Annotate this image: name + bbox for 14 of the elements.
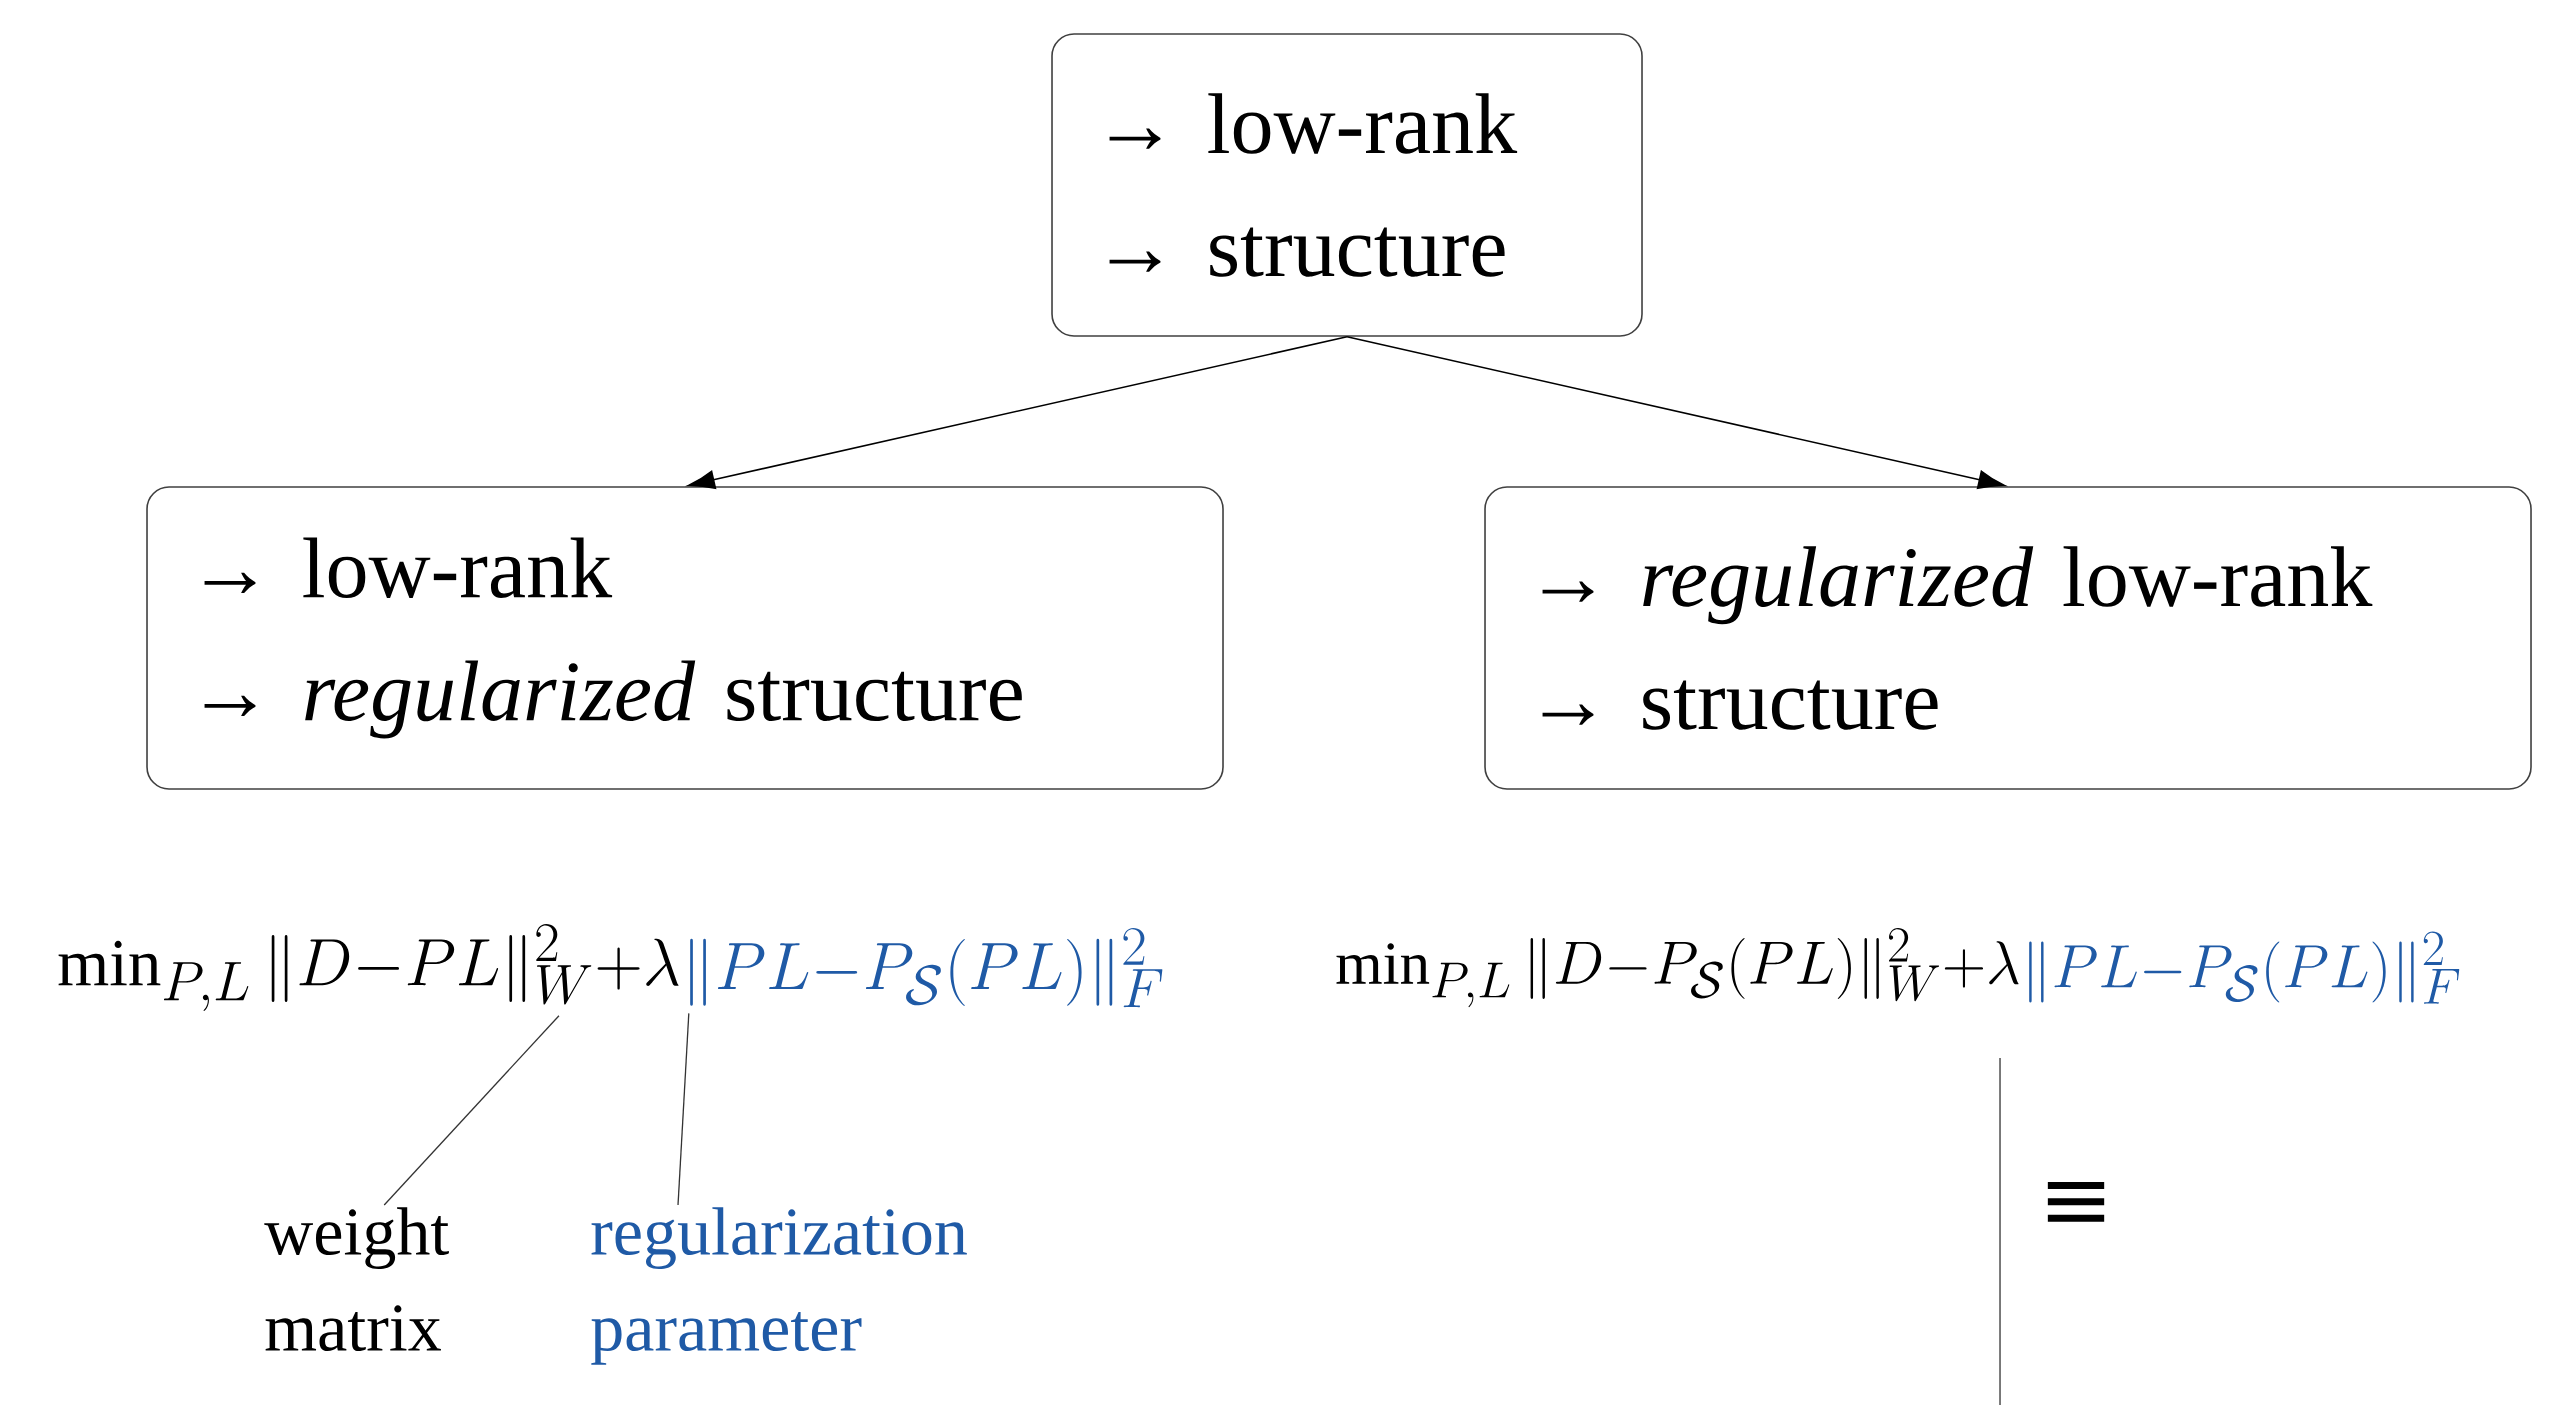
leader-line (383, 1015, 560, 1206)
rounded-box: → low-rank → regularized structure (146, 486, 1224, 790)
arrow (1346, 336, 2006, 490)
arrow (687, 336, 1348, 490)
formula: $\min_{P,L}\|D{-}P_{\mathcal{S}}(PL)\|^2_W{+}\lambda$ (1336, 927, 2019, 1008)
formula: $\min_{P,L}\|D{-}PL\|^2_W{+}\lambda$ (58, 924, 679, 1011)
rounded-box: → low-rank → structure (1051, 33, 1643, 337)
equivalence-sign: ≡ (2047, 1181, 2105, 1222)
formula: $\|PL{-}P_{\mathcal{S}}(PL)\|^2_F$ (690, 927, 1163, 1008)
annotation-text: regularization parameter (591, 1207, 967, 1365)
formula: $\|PL{-}P_{\mathcal{S}}(PL)\|^2_F$ (2029, 931, 2460, 1004)
annotation-text: weight matrix (264, 1207, 449, 1352)
rounded-box: → regularized low-rank → structure (1484, 486, 2532, 790)
leader-line (677, 1012, 690, 1206)
